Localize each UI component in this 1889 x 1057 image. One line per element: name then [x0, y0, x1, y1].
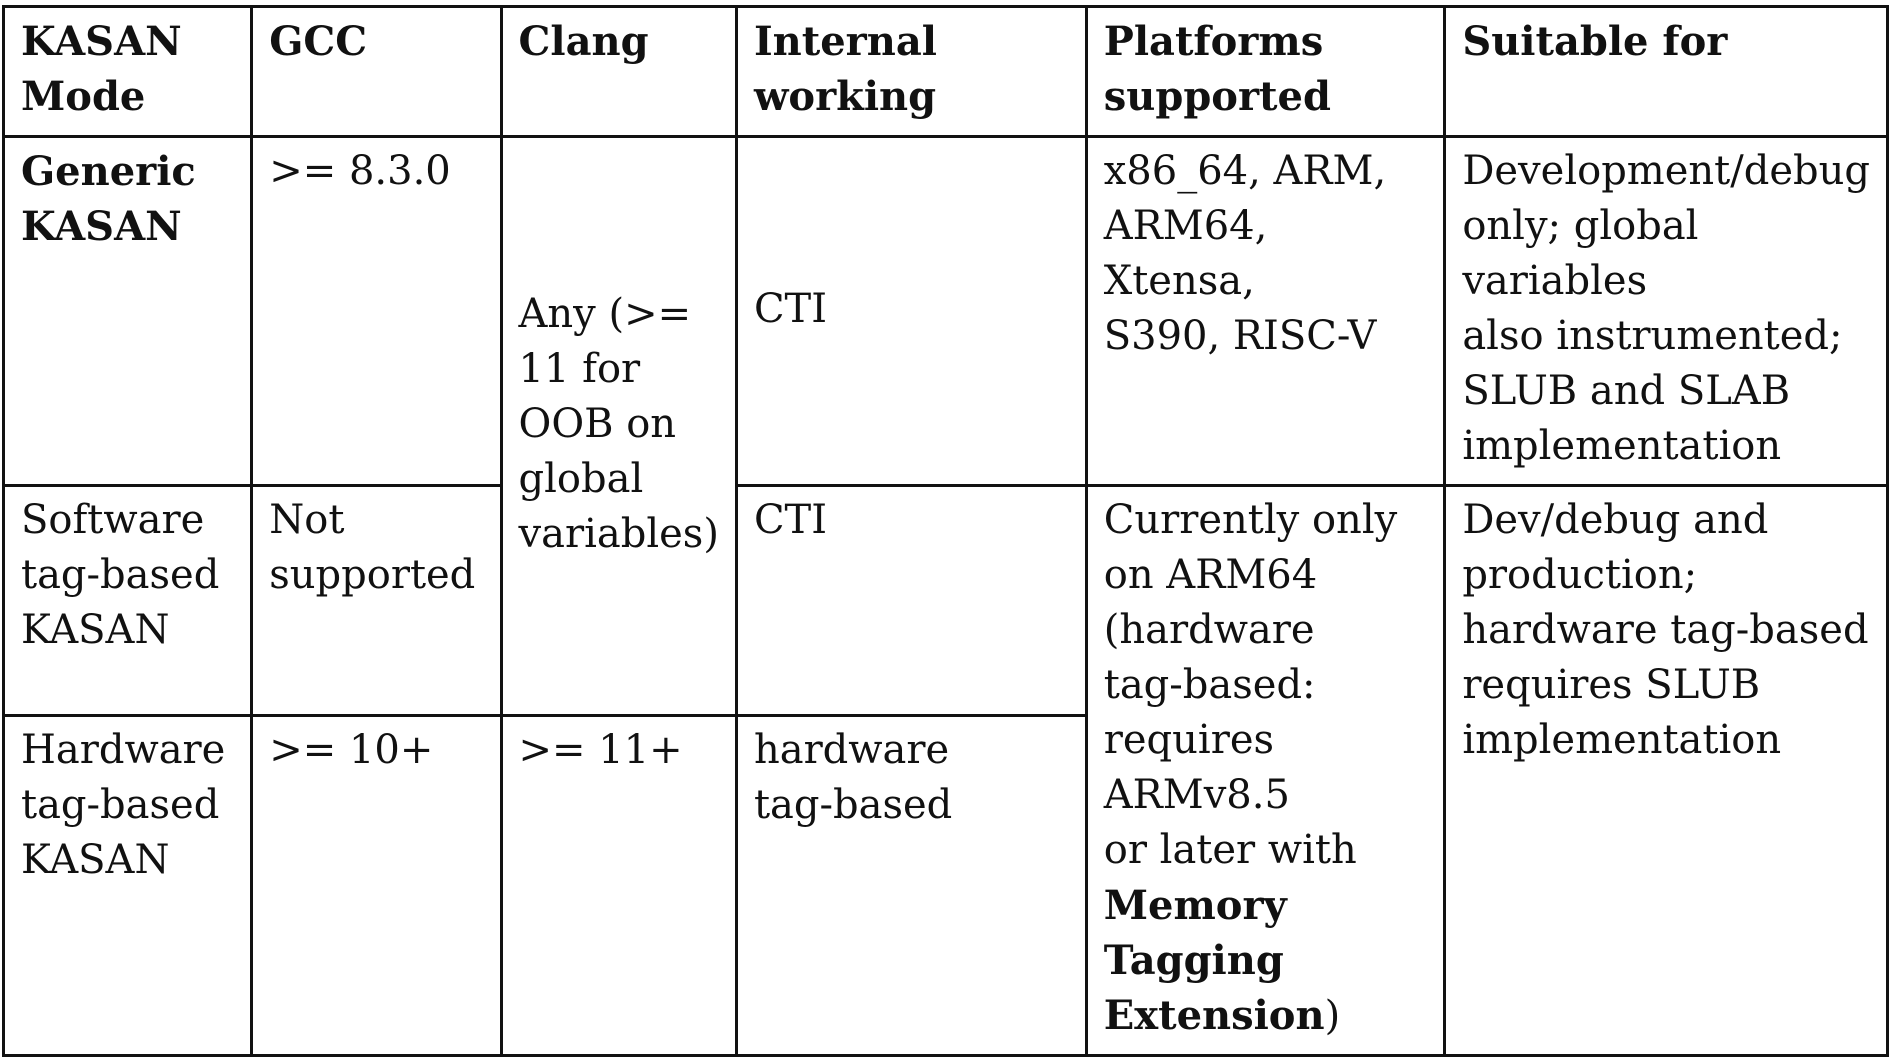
header-gcc: GCC — [250, 5, 503, 138]
hardware-internal-working: hardware tag-based — [734, 714, 1088, 1057]
shared-platforms: Currently only on ARM64 (hardware tag-ba… — [1084, 484, 1447, 1057]
mte-term-line-1: Memory Tagging — [1103, 882, 1287, 984]
table-row-generic: Generic KASAN >= 8.3.0 Any (>= 11 for OO… — [1, 135, 1889, 717]
table-row-software: Software tag-based KASAN Not supported C… — [1, 484, 1889, 1057]
generic-internal-working: CTI — [734, 135, 1088, 487]
header-platforms-supported: Platforms supported — [1084, 5, 1447, 138]
generic-platforms: x86_64, ARM, ARM64, Xtensa, S390, RISC-V — [1084, 135, 1447, 487]
hardware-clang: >= 11+ — [499, 714, 738, 1057]
generic-kasan-mode: Generic KASAN — [1, 135, 254, 487]
shared-clang: Any (>= 11 for OOB on global variables) — [499, 135, 738, 717]
software-gcc: Not supported — [250, 484, 503, 717]
hardware-kasan-mode: Hardware tag-based KASAN — [1, 714, 254, 1057]
software-kasan-mode: Software tag-based KASAN — [1, 484, 254, 717]
header-internal-working: Internal working — [734, 5, 1088, 138]
header-kasan-mode: KASAN Mode — [1, 5, 254, 138]
shared-suitable-for: Dev/debug and production; hardware tag-b… — [1443, 484, 1889, 1057]
generic-suitable-for: Development/debug only; global variables… — [1443, 135, 1889, 487]
header-row: KASAN Mode GCC Clang Internal working Pl… — [1, 5, 1889, 138]
closing-paren: ) — [1324, 993, 1341, 1039]
software-internal-working: CTI — [734, 484, 1088, 717]
header-suitable-for: Suitable for — [1443, 5, 1889, 138]
kasan-modes-table: KASAN Mode GCC Clang Internal working Pl… — [1, 5, 1889, 1057]
header-clang: Clang — [499, 5, 738, 138]
mte-term-line-2: Extension — [1103, 992, 1325, 1039]
generic-gcc: >= 8.3.0 — [250, 135, 503, 487]
hardware-gcc: >= 10+ — [250, 714, 503, 1057]
